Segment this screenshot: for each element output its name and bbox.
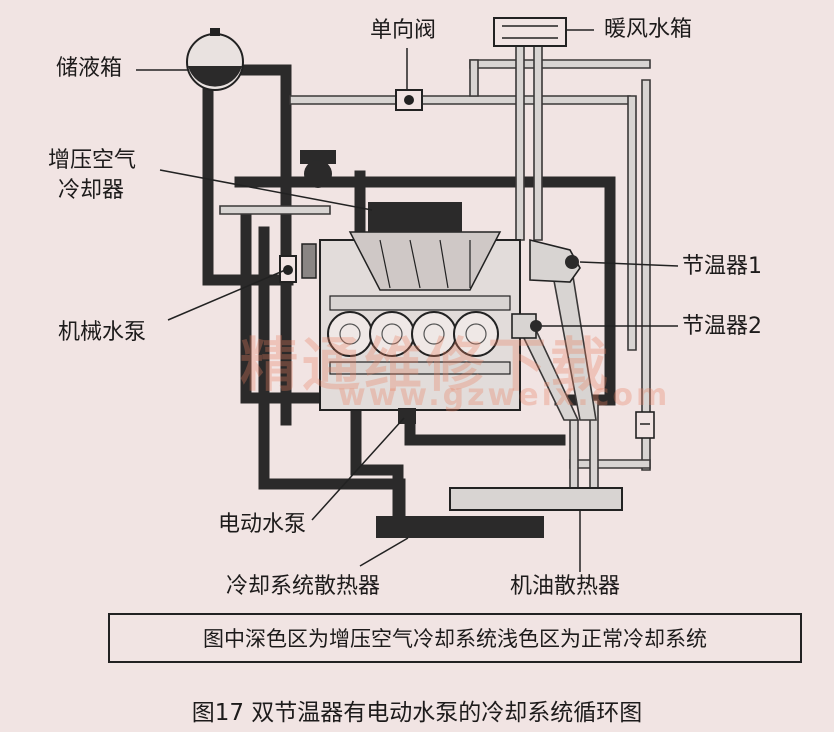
check-valve xyxy=(395,89,423,111)
thermostat-1 xyxy=(529,238,581,283)
leader-lines xyxy=(136,29,679,572)
legend-caption-box: 图中深色区为增压空气冷却系统浅色区为正常冷却系统 xyxy=(108,613,802,663)
dark-circuit xyxy=(202,64,616,526)
label-check-valve: 单向阀 xyxy=(370,18,437,43)
label-radiator: 冷却系统散热器 xyxy=(226,574,381,599)
light-circuit xyxy=(219,43,651,491)
thermostat-2 xyxy=(511,313,542,339)
label-thermostat-1: 节温器1 xyxy=(682,254,762,279)
label-mech-pump: 机械水泵 xyxy=(58,320,147,345)
watermark-url: www.gzweix.com xyxy=(338,378,671,413)
label-heater-core: 暖风水箱 xyxy=(604,17,693,42)
right-valve xyxy=(635,411,655,439)
label-reservoir: 储液箱 xyxy=(56,56,123,81)
cooling-radiator xyxy=(376,516,544,538)
reservoir xyxy=(186,28,244,91)
label-thermostat-2: 节温器2 xyxy=(682,314,762,339)
label-intercooler-1: 增压空气 xyxy=(48,148,137,173)
engine-block xyxy=(319,231,521,411)
label-oil-cooler: 机油散热器 xyxy=(510,574,621,599)
intercooler xyxy=(368,202,462,232)
figure-title: 图17 双节温器有电动水泵的冷却系统循环图 xyxy=(191,700,643,726)
oil-cooler xyxy=(449,487,623,511)
label-electric-pump: 电动水泵 xyxy=(218,512,307,537)
legend-caption-text: 图中深色区为增压空气冷却系统浅色区为正常冷却系统 xyxy=(203,627,707,651)
label-intercooler-2: 冷却器 xyxy=(58,178,125,203)
turbo-unit xyxy=(300,150,336,188)
thermostat-pipes xyxy=(518,269,597,421)
watermark-text: 精通维修下载 xyxy=(240,331,613,399)
heater-core xyxy=(493,17,567,47)
